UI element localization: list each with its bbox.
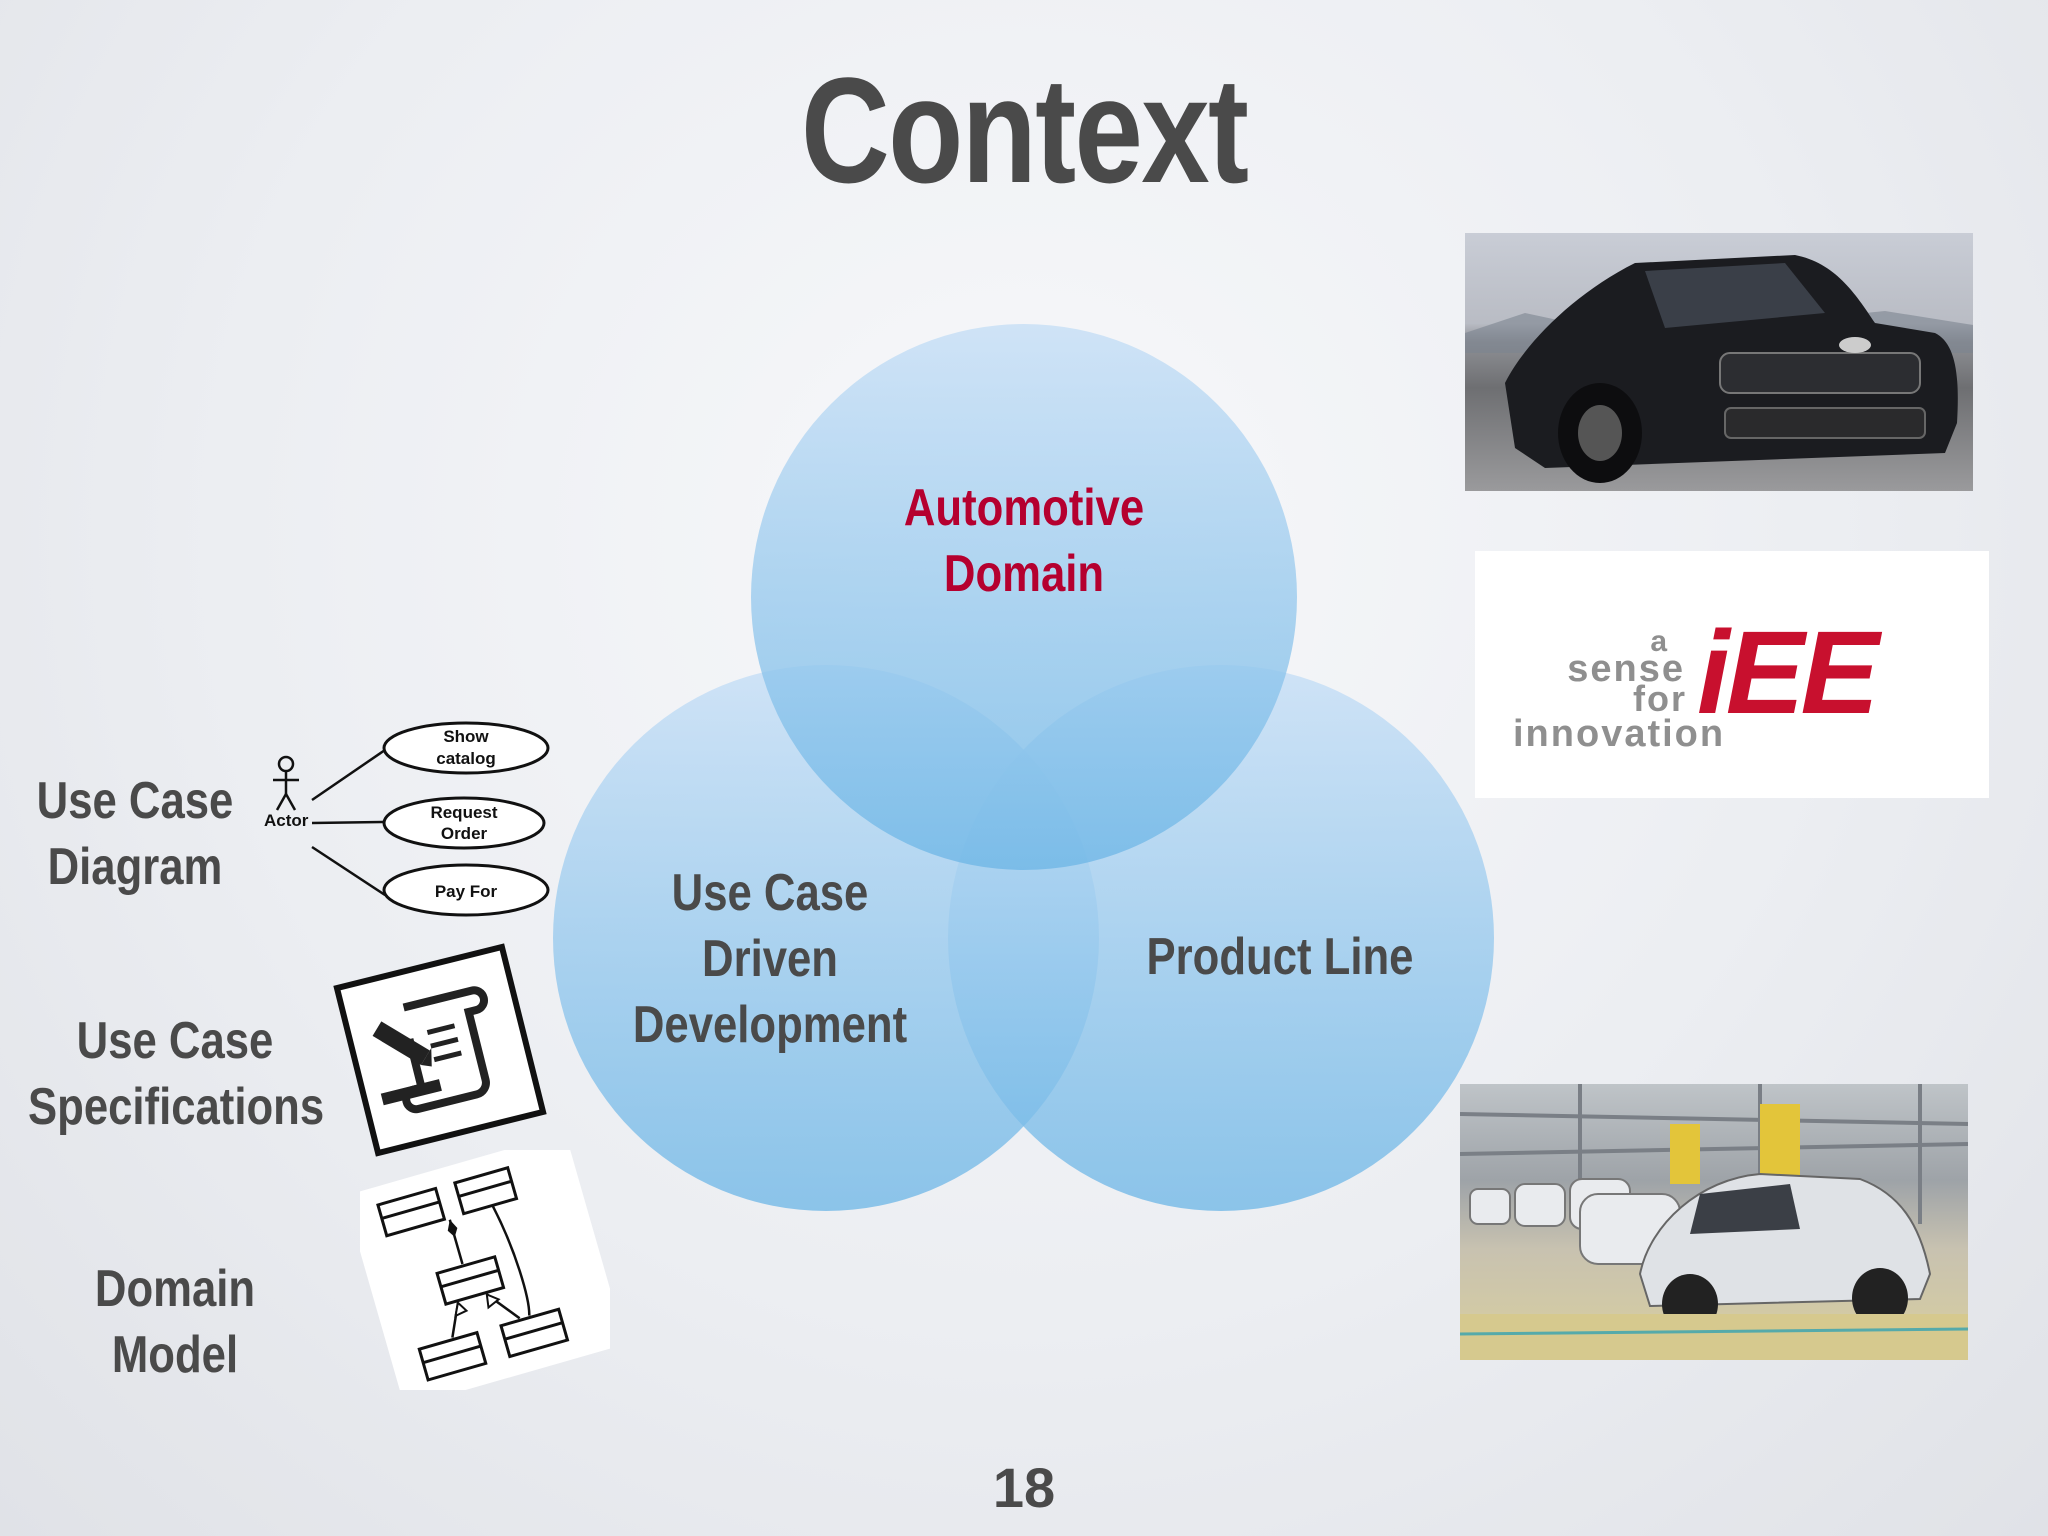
label-domain-model: Domain Model: [94, 1260, 256, 1384]
iee-logo: a sense for innovation iEE: [1475, 551, 1989, 798]
venn-label-automotive-domain: Automotive Domain: [903, 479, 1145, 603]
logo-text-sense: sense: [1567, 648, 1685, 690]
use-case-label: Show: [443, 727, 489, 746]
venn-circle-top: [751, 324, 1297, 870]
venn-label-product-line: Product Line: [1146, 928, 1414, 986]
use-case-ellipse: [382, 721, 550, 775]
logo-text-innovation: innovation: [1513, 713, 1725, 755]
label-use-case-specifications: Use Case Specifications: [28, 1012, 325, 1136]
logo-text-for: for: [1633, 678, 1687, 719]
slide-title: Context: [800, 46, 1249, 214]
actor-label: Actor: [264, 811, 309, 830]
logo-brand-iee: iEE: [1697, 607, 1882, 739]
domain-model-diagram-icon: [360, 1150, 610, 1390]
car-photo: [1465, 233, 1973, 491]
venn-label-use-case-driven-development: Use Case Driven Development: [632, 864, 908, 1054]
use-case-label: Pay For: [435, 882, 498, 901]
use-case-label: Order: [441, 824, 488, 843]
use-case-label: Request: [430, 803, 497, 822]
assembly-line-photo: [1460, 1084, 1968, 1360]
label-use-case-diagram: Use Case Diagram: [36, 772, 234, 896]
actor-icon: [273, 755, 299, 811]
use-case-label: catalog: [436, 749, 496, 768]
use-case-ellipse: [382, 863, 550, 917]
page-number: 18: [992, 1456, 1056, 1519]
use-case-diagram-thumbnail: Actor Show catalog Request Order Pay For: [264, 721, 550, 917]
specification-document-icon: [333, 943, 547, 1157]
logo-text-a: a: [1650, 625, 1667, 658]
use-case-ellipse: [382, 796, 546, 850]
